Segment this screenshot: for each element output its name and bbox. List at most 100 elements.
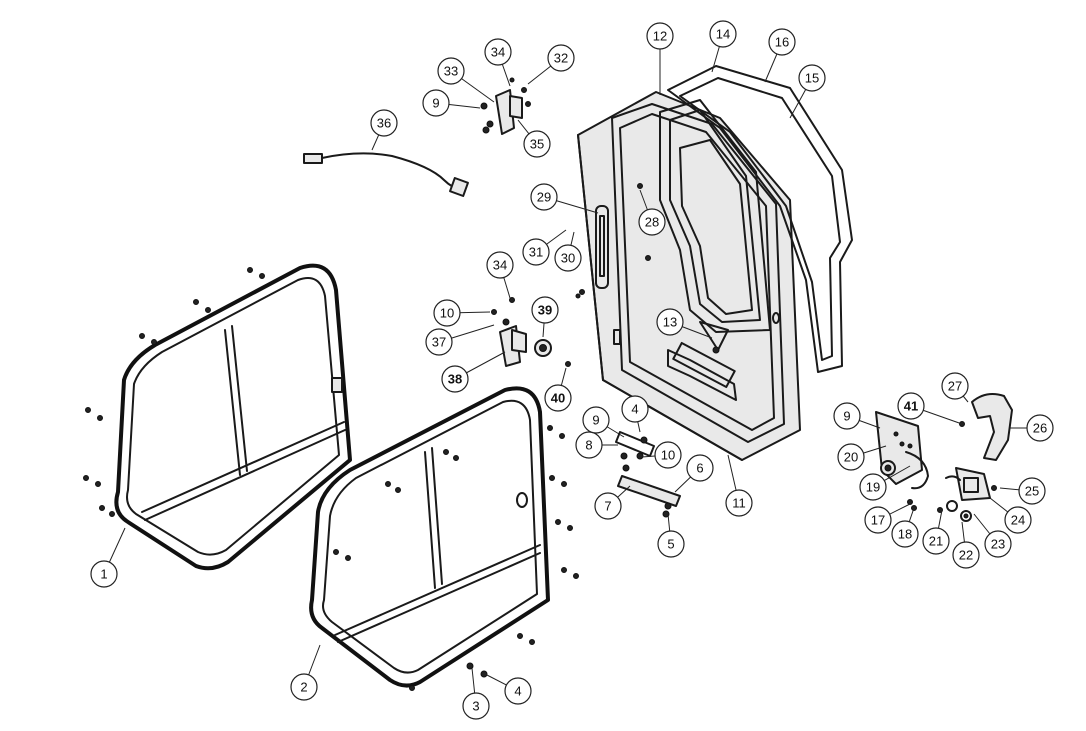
callout-number: 9 bbox=[432, 96, 439, 111]
callout-number: 4 bbox=[631, 402, 638, 417]
callout-number: 19 bbox=[866, 480, 880, 495]
callout-circle bbox=[547, 44, 575, 72]
handle-29 bbox=[595, 205, 609, 289]
callout-9: 9 bbox=[833, 402, 861, 430]
callout-circle bbox=[798, 64, 826, 92]
callout-number: 27 bbox=[948, 379, 962, 394]
callout-circle bbox=[864, 506, 892, 534]
callout-17: 17 bbox=[864, 506, 892, 534]
callout-number: 35 bbox=[530, 137, 544, 152]
callout-circle bbox=[891, 520, 919, 548]
callout-number: 26 bbox=[1033, 421, 1047, 436]
callout-circle bbox=[837, 443, 865, 471]
callout-15: 15 bbox=[798, 64, 826, 92]
callout-38: 38 bbox=[441, 365, 469, 393]
callout-20: 20 bbox=[837, 443, 865, 471]
callout-number: 20 bbox=[844, 450, 858, 465]
callout-19: 19 bbox=[859, 473, 887, 501]
callout-number: 3 bbox=[472, 699, 479, 714]
callout-39: 39 bbox=[531, 296, 559, 324]
callout-6: 6 bbox=[686, 454, 714, 482]
callout-circle bbox=[90, 560, 118, 588]
callout-number: 37 bbox=[432, 335, 446, 350]
callout-number: 2 bbox=[300, 680, 307, 695]
callout-4: 4 bbox=[621, 395, 649, 423]
callout-circle bbox=[422, 89, 450, 117]
callout-circle bbox=[725, 489, 753, 517]
callout-25: 25 bbox=[1018, 477, 1046, 505]
callout-24: 24 bbox=[1004, 506, 1032, 534]
callout-circle bbox=[922, 527, 950, 555]
callout-16: 16 bbox=[768, 28, 796, 56]
callout-number: 31 bbox=[529, 245, 543, 260]
callout-number: 28 bbox=[645, 215, 659, 230]
callout-circle bbox=[290, 673, 318, 701]
callout-23: 23 bbox=[984, 530, 1012, 558]
callout-circle bbox=[522, 238, 550, 266]
callout-number: 30 bbox=[561, 251, 575, 266]
callout-circle bbox=[654, 441, 682, 469]
window-frame-1 bbox=[83, 263, 352, 571]
callout-number: 17 bbox=[871, 513, 885, 528]
callout-21: 21 bbox=[922, 527, 950, 555]
callout-number: 9 bbox=[592, 413, 599, 428]
callout-number: 6 bbox=[696, 461, 703, 476]
callout-circle bbox=[523, 130, 551, 158]
callout-30: 30 bbox=[554, 244, 582, 272]
callout-circle bbox=[897, 392, 925, 420]
callout-number: 23 bbox=[991, 537, 1005, 552]
callout-number: 22 bbox=[959, 548, 973, 563]
callout-14: 14 bbox=[709, 20, 737, 48]
callout-circle bbox=[594, 492, 622, 520]
latch-assembly-19 bbox=[875, 393, 1013, 522]
callout-number: 7 bbox=[604, 499, 611, 514]
callout-40: 40 bbox=[544, 384, 572, 412]
callout-number: 32 bbox=[554, 51, 568, 66]
callout-circle bbox=[462, 692, 490, 720]
callout-37: 37 bbox=[425, 328, 453, 356]
callout-number: 12 bbox=[653, 29, 667, 44]
callout-1: 1 bbox=[90, 560, 118, 588]
callout-2: 2 bbox=[290, 673, 318, 701]
callout-number: 34 bbox=[491, 45, 505, 60]
callout-28: 28 bbox=[638, 208, 666, 236]
callout-8: 8 bbox=[575, 431, 603, 459]
callout-number: 5 bbox=[667, 537, 674, 552]
callout-number: 24 bbox=[1011, 513, 1025, 528]
callout-circle bbox=[484, 38, 512, 66]
callout-number: 29 bbox=[537, 190, 551, 205]
callout-27: 27 bbox=[941, 372, 969, 400]
glass-panel-14-15-16 bbox=[659, 65, 853, 373]
callout-circle bbox=[1018, 477, 1046, 505]
callout-34: 34 bbox=[484, 38, 512, 66]
callout-number: 38 bbox=[448, 372, 462, 387]
callout-32: 32 bbox=[547, 44, 575, 72]
callout-circle bbox=[859, 473, 887, 501]
hinge-bracket-35 bbox=[480, 77, 531, 135]
callout-18: 18 bbox=[891, 520, 919, 548]
callout-circle bbox=[437, 57, 465, 85]
callout-13: 13 bbox=[656, 308, 684, 336]
callout-circle bbox=[486, 251, 514, 279]
callout-circle bbox=[833, 402, 861, 430]
callout-number: 21 bbox=[929, 534, 943, 549]
callout-circle bbox=[575, 431, 603, 459]
callout-circle bbox=[441, 365, 469, 393]
callout-number: 33 bbox=[444, 64, 458, 79]
wire-harness-36 bbox=[303, 152, 469, 197]
callout-36: 36 bbox=[370, 109, 398, 137]
callout-circle bbox=[952, 541, 980, 569]
callout-circle bbox=[941, 372, 969, 400]
callout-number: 41 bbox=[904, 399, 918, 414]
callout-circle bbox=[1026, 414, 1054, 442]
callout-number: 1 bbox=[100, 567, 107, 582]
callout-circle bbox=[709, 20, 737, 48]
callout-3: 3 bbox=[462, 692, 490, 720]
callout-number: 40 bbox=[551, 391, 565, 406]
callout-number: 39 bbox=[538, 303, 552, 318]
callout-26: 26 bbox=[1026, 414, 1054, 442]
callout-33: 33 bbox=[437, 57, 465, 85]
callout-number: 18 bbox=[898, 527, 912, 542]
